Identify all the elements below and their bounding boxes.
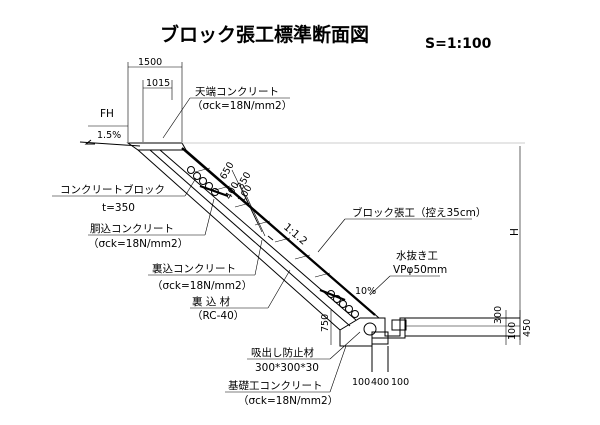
block-pitching-leader [317,218,346,253]
label-body-concrete: 胴込コンクリート [90,223,174,235]
dimension-650: 650 [218,160,237,181]
label-back-material-spec: （RC-40） [192,310,244,322]
drawing-title: ブロック張工標準断面図 [160,23,369,46]
dimension-750: 750 [320,314,331,332]
label-suction-mat: 吸出し防止材 [251,346,314,359]
label-fh: FH [100,108,114,120]
dimension-400-bottom: 400 [371,377,389,388]
dimension-300: 300 [493,306,504,324]
concrete-block-leader [184,177,197,197]
label-foundation-strength: （σck=18N/mm2） [238,395,338,407]
dimension-450: 450 [522,319,533,337]
label-back-strength: （σck=18N/mm2） [152,280,252,292]
label-block-thickness: t=350 [102,202,135,214]
drain-leader [369,275,391,296]
gradient-label: 1:1.2 [281,221,309,247]
label-crown-strength: （σck=18N/mm2） [192,100,292,112]
ground-line [79,141,141,147]
dimension-1015: 1015 [146,78,170,89]
top-dimension-lines [127,62,183,142]
label-back-material: 裏 込 材 [192,295,231,308]
dimension-1500: 1500 [138,57,162,68]
suction-mat-leader [329,331,361,360]
lower-drain-pipes [319,288,359,318]
label-concrete-block: コンクリートブロック [60,183,165,196]
ground-arrow [84,139,95,145]
gradient-tick [267,235,274,241]
upper-drain-pipes [187,166,229,198]
dimension-100-bottom-left: 100 [352,377,370,388]
back-concrete-leader [254,239,263,276]
crown-leader [162,97,191,139]
label-back-concrete: 裏込コンクリート [152,262,236,275]
right-dimension-lines [505,310,521,345]
label-crown-concrete: 天端コンクリート [195,85,279,98]
foundation [339,317,520,372]
label-suction-spec: 300*300*30 [255,362,319,374]
label-block-pitching: ブロック張工（控え35cm） [352,206,486,219]
label-grade-10pct: 10% [355,286,376,297]
label-grade-1-5pct: 1.5% [97,130,121,141]
dimension-100-bottom-right: 100 [391,377,409,388]
label-body-strength: （σck=18N/mm2） [88,238,188,250]
label-drain-spec: VPφ50mm [393,264,447,276]
slope-dimension-lines [231,169,266,237]
label-foundation-concrete: 基礎工コンクリート [228,379,323,392]
foundation-concrete-leader [329,345,347,393]
drawing-scale: S=1:100 [425,36,492,52]
dimension-100-right: 100 [507,322,518,340]
body-concrete-leader [204,198,215,236]
crown-slab [126,142,187,151]
back-material-leader [267,269,291,309]
label-drain: 水抜き工 [396,249,438,262]
h-dimension-label: H [509,228,521,236]
